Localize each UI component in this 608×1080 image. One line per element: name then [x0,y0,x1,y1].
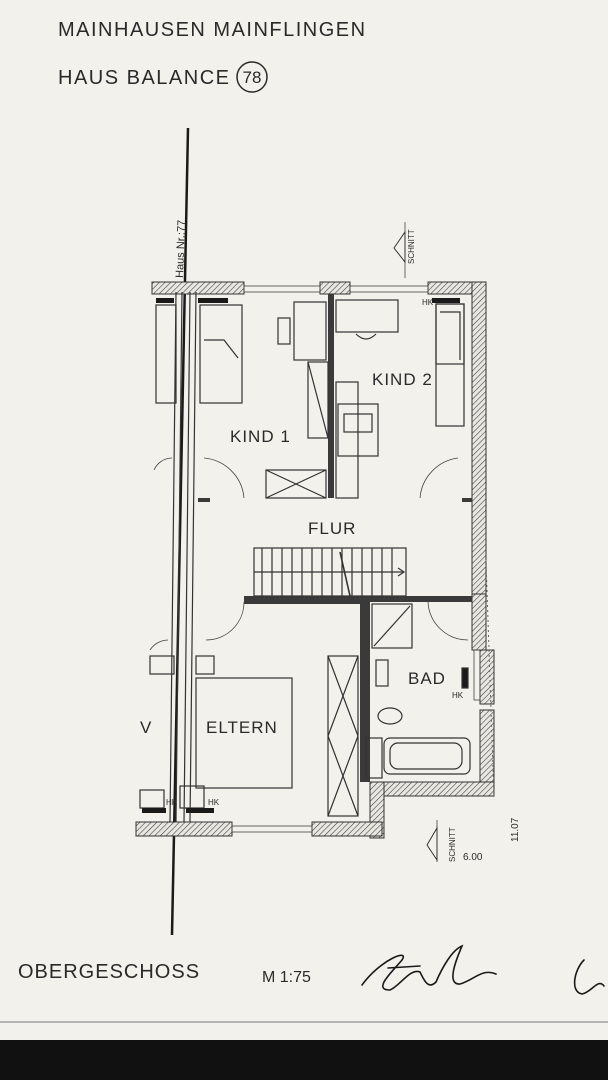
dimension-line-length [485,559,495,801]
kind1-wardrobe [265,469,327,499]
eltern-wardrobe [327,655,359,817]
room-label-neighbor-cut: V [140,718,152,737]
scale-label: M 1:75 [262,969,311,986]
neighbor-house-label: Haus Nr.:77 [174,220,188,278]
paper-sheet [0,0,608,1040]
bathroom-fixtures [365,603,471,779]
signature-1 [361,944,497,991]
kind1-bed [155,304,243,404]
section-marker-top: SCHNITT [393,222,416,278]
windows [231,285,481,833]
section-marker-bottom: SCHNITT [426,820,457,862]
room-label-kind1: KIND 1 [230,427,291,446]
room-label-eltern: ELTERN [206,718,278,737]
kind1-desk [277,301,329,439]
party-double-wall [169,291,197,823]
hk-marker-eltern-right: HK [208,798,220,807]
project-title: MAINHAUSEN MAINFLINGEN [58,19,367,41]
hk-marker-kind2: HK [422,298,434,307]
eltern-bed [195,677,293,789]
kind2-bed [435,303,465,427]
kind2-desk [335,299,399,499]
dimension-width: 6.00 [463,852,483,863]
house-number-circle [236,61,268,93]
party-wall-line [170,127,190,936]
svg-text:SCHNITT: SCHNITT [407,229,416,264]
signature-2 [573,959,605,995]
dimension-length: 11.07 [510,817,521,842]
staircase [253,547,407,597]
room-label-flur: FLUR [308,519,356,538]
house-number: 78 [243,68,262,87]
heater-bars [142,298,460,813]
floor-name: OBERGESCHOSS [18,961,200,983]
house-label: HAUS BALANCE [58,67,231,89]
svg-text:SCHNITT: SCHNITT [448,827,457,862]
hk-marker-eltern-left: HK [166,798,178,807]
room-label-bad: BAD [408,669,446,688]
interior-walls [198,294,472,782]
doors [149,457,469,651]
hk-marker-bad: HK [452,691,464,700]
room-label-kind2: KIND 2 [372,370,433,389]
